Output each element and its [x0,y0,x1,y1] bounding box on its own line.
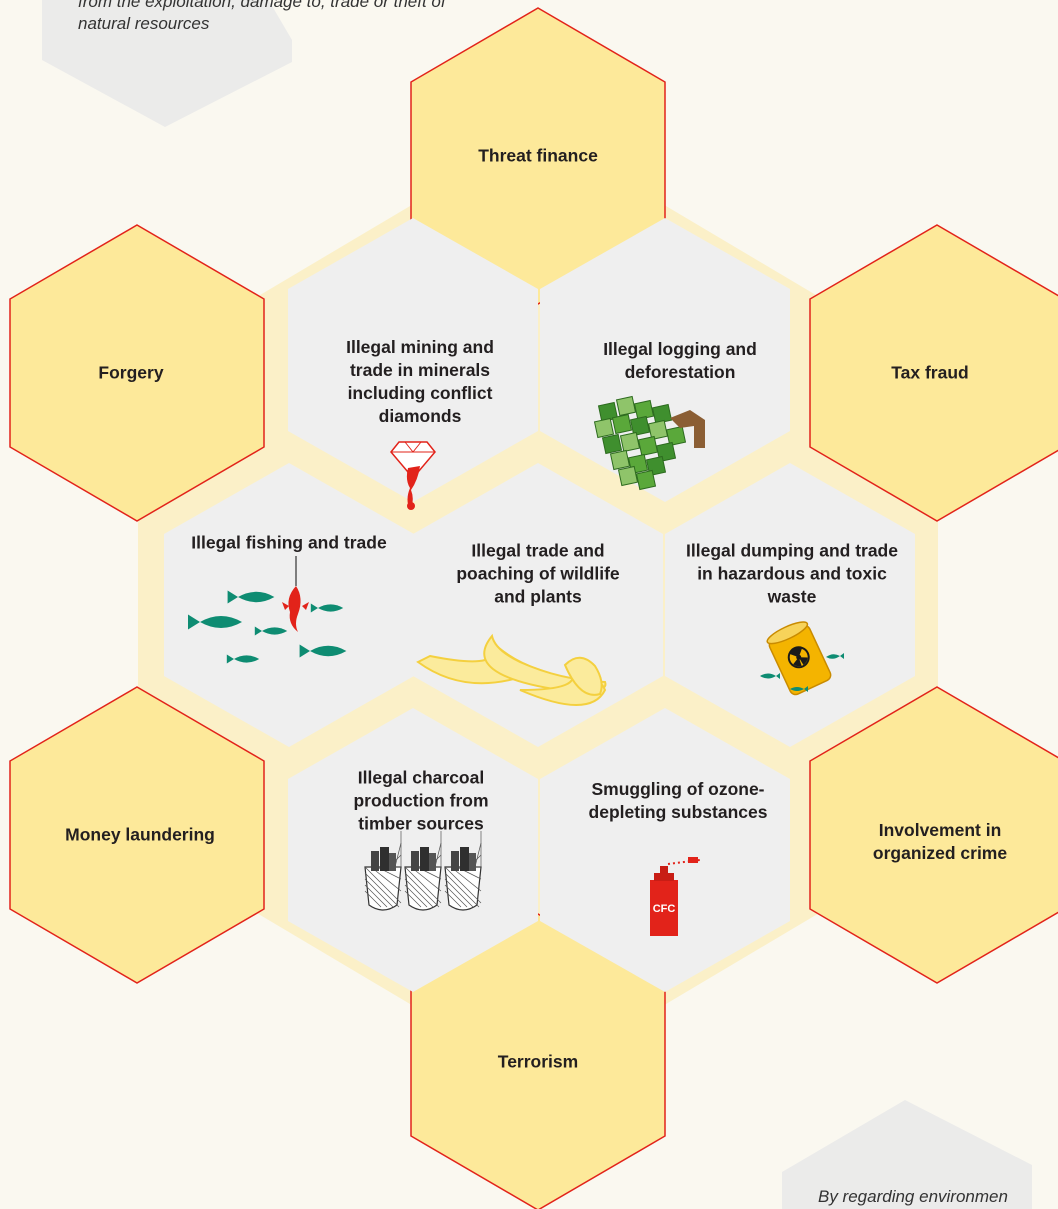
env-crime-label-logging: Illegal logging and deforestation [603,339,757,382]
env-crime-label-mining: Illegal mining and trade in minerals inc… [346,337,494,426]
outer-crime-label-organized-crime: Involvement in organized crime [872,820,1008,863]
top-note: from the exploitation, damage to, trade … [78,0,446,33]
env-crime-label-fishing: Illegal fishing and trade [191,532,387,553]
fish-icon [188,556,347,664]
outer-hex-money-laundering [9,686,265,984]
inner-hex-ozone [540,708,790,992]
outer-hex-tax-fraud [809,224,1058,522]
bottom-note: By regarding environmen [818,1187,1008,1206]
logging-icon [593,395,705,491]
env-crime-label-ozone: Smuggling of ozone-depleting substances [588,779,768,822]
inner-hex-dumping [665,463,915,747]
env-crime-label-wildlife: Illegal trade and poaching of wildlife a… [456,540,620,607]
outer-crime-label-threat-finance: Threat finance [478,145,598,166]
diamond-icon [390,441,436,510]
outer-crime-label-forgery: Forgery [98,362,164,383]
cfc-label: CFC [653,903,676,915]
bottom-note-shape [782,1100,1032,1209]
top-note-shape [42,0,292,127]
outer-crime-label-terrorism: Terrorism [497,1051,579,1072]
ivory-tusk-icon [416,633,607,706]
inner-hex-charcoal [288,708,538,992]
toxic-barrel-icon [760,621,844,696]
outer-crime-label-money-laundering: Money laundering [65,824,215,845]
env-crime-label-dumping: Illegal dumping and trade in hazardous a… [686,540,898,607]
outer-hex-forgery [9,224,265,522]
charcoal-bag-icon [364,831,482,911]
inner-hex-mining [288,218,538,502]
env-crime-label-charcoal: Illegal charcoal production from timber … [353,767,489,834]
outer-crime-label-tax-fraud: Tax fraud [891,362,969,383]
cfc-spray-can-icon [650,857,701,936]
outer-hex-organized-crime [809,686,1058,984]
